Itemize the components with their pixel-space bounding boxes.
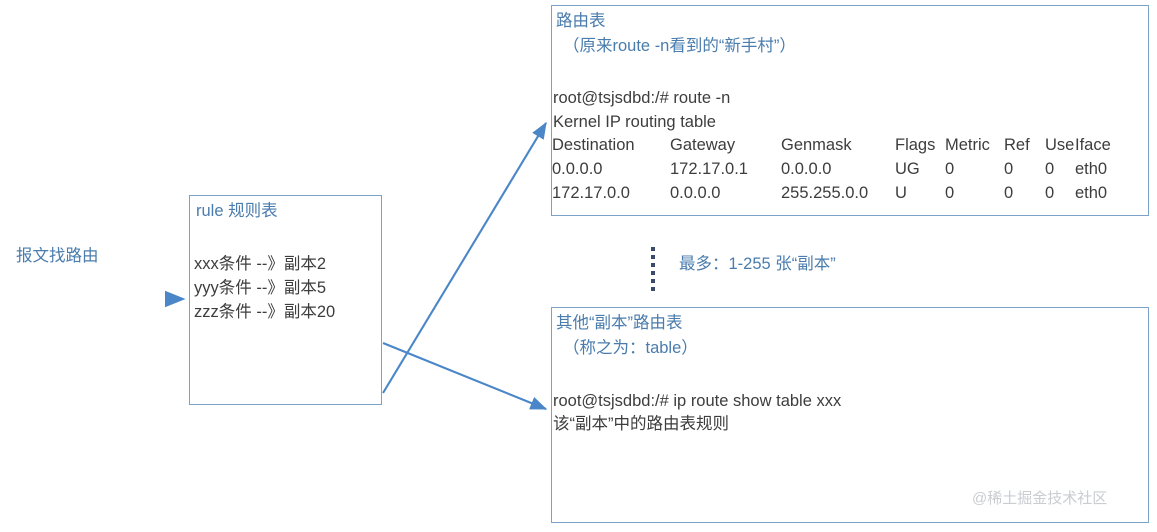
- max-copies-note: 最多：1-255 张“副本”: [679, 255, 836, 273]
- table-row: 0: [1004, 160, 1014, 178]
- watermark: @稀土掘金技术社区: [972, 490, 1108, 507]
- column-header-genmask: Genmask: [781, 136, 852, 154]
- route-table-command: root@tsjsdbd:/# route -n: [553, 89, 731, 107]
- column-header-use: Use: [1045, 136, 1075, 154]
- rule-table-entries: xxx条件 --》副本2 yyy条件 --》副本5 zzz条件 --》副本20: [194, 255, 336, 321]
- table-row: 172.17.0.1: [670, 160, 748, 178]
- table-row: eth0: [1075, 184, 1108, 202]
- route-table-kernel-line: Kernel IP routing table: [553, 113, 716, 131]
- column-header-metric: Metric: [945, 136, 990, 154]
- table-row: 0.0.0.0: [670, 184, 721, 202]
- table-row: 255.255.0.0: [781, 184, 869, 202]
- table-row: 0: [1045, 160, 1055, 178]
- table-row: UG: [895, 160, 920, 178]
- column-header-flags: Flags: [895, 136, 936, 154]
- other-table-command: root@tsjsdbd:/# ip route show table xxx: [553, 392, 842, 410]
- rule-table-box: [189, 195, 382, 405]
- column-header-iface: Iface: [1075, 136, 1111, 154]
- table-row: 0: [945, 184, 955, 202]
- table-row: 172.17.0.0: [552, 184, 630, 202]
- table-row: 0: [1045, 184, 1055, 202]
- other-table-subtitle: （称之为：table）: [563, 339, 698, 357]
- table-row: 0: [945, 160, 955, 178]
- table-row: U: [895, 184, 907, 202]
- table-row: 0: [1004, 184, 1014, 202]
- arrow-rule-to-other-table: [382, 342, 548, 410]
- other-table-box: [551, 307, 1149, 523]
- route-table-subtitle: （原来route -n看到的“新手村”）: [563, 37, 796, 55]
- column-header-ref: Ref: [1004, 136, 1030, 154]
- column-header-gateway: Gateway: [670, 136, 736, 154]
- table-row: 0.0.0.0: [781, 160, 832, 178]
- arrow-rule-to-route-table: [382, 121, 547, 394]
- table-row: eth0: [1075, 160, 1108, 178]
- other-table-title: 其他“副本”路由表: [556, 314, 683, 332]
- column-header-destination: Destination: [552, 136, 635, 154]
- other-table-description: 该“副本”中的路由表规则: [553, 415, 729, 433]
- table-row: 0.0.0.0: [552, 160, 603, 178]
- rule-table-title: rule 规则表: [196, 202, 278, 220]
- vertical-ellipsis-icon: [651, 247, 655, 291]
- route-table-box: [551, 5, 1149, 216]
- route-table-title: 路由表: [556, 12, 606, 30]
- inbound-flow-label: 报文找路由: [16, 247, 99, 265]
